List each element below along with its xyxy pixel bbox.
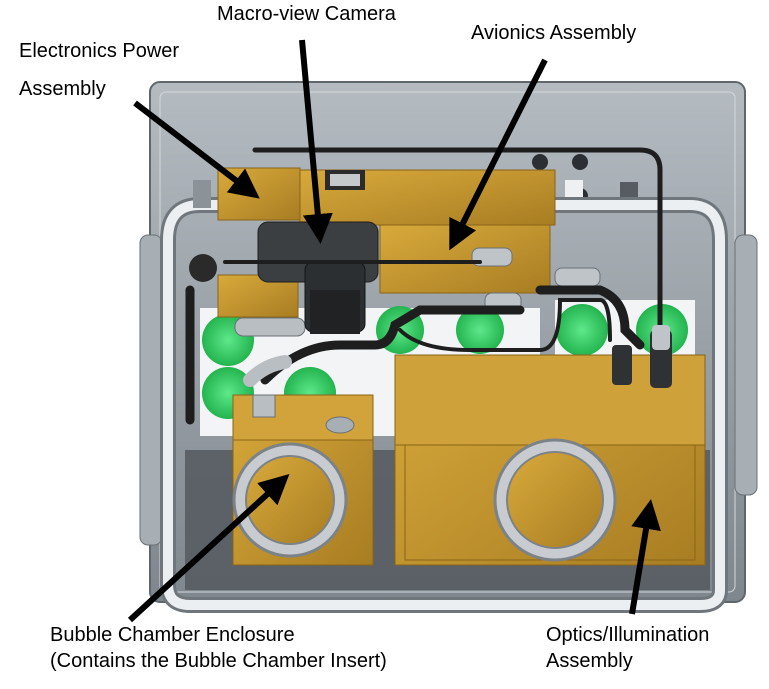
optics-illumination-assembly (394, 325, 706, 566)
label-electronics-power-line2: Assembly (19, 78, 106, 100)
leader-arrows (127, 39, 661, 623)
arrow-optics (629, 499, 661, 615)
label-avionics: Avionics Assembly (471, 22, 637, 44)
arrow-macro-camera (299, 39, 333, 244)
label-bubble-chamber-line2: (Contains the Bubble Chamber Insert) (50, 650, 387, 672)
label-optics-line1: Optics/Illumination (546, 624, 710, 646)
label-macro-camera: Macro-view Camera (217, 3, 396, 25)
arrow-bubble-chamber (127, 473, 290, 623)
label-optics-line2: Assembly (546, 650, 633, 672)
avionics-assembly (299, 169, 601, 312)
arrow-electronics-power (133, 100, 260, 199)
arrow-avionics (449, 58, 548, 251)
label-electronics-power-line1: Electronics Power (19, 40, 180, 62)
bubble-chamber-enclosure (232, 355, 374, 566)
macro-view-camera (257, 221, 379, 334)
label-bubble-chamber-line1: Bubble Chamber Enclosure (50, 624, 295, 646)
